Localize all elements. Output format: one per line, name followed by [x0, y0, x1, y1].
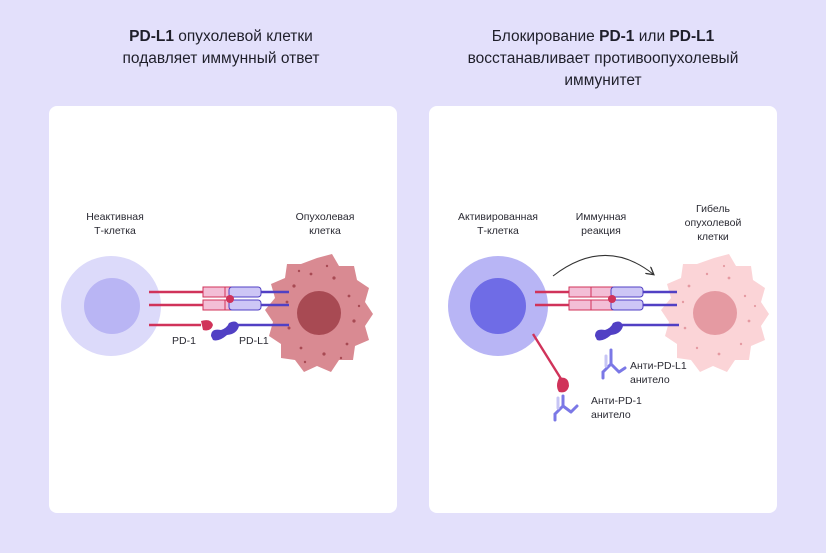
anti-pd1-antibody-icon: [553, 394, 579, 422]
anti-pdl1-label: Анти-PD-L1 анитело: [630, 359, 687, 387]
left-panel: Неактивная Т-клетка Опухолевая клетка PD…: [49, 106, 397, 513]
mhc-block-1: [228, 286, 262, 298]
inactive-tcell-label-line1: Неактивная: [86, 211, 144, 223]
tumor-death-label-line3: клетки: [697, 231, 729, 243]
heading-right-line2: восстанавливает противоопухолевый: [467, 50, 739, 67]
right-panel: Активированная Т-клетка Иммунная реакция…: [429, 106, 777, 513]
pd1-label: PD-1: [172, 335, 196, 347]
right-panel-heading: Блокирование PD-1 или PD-L1 восстанавлив…: [423, 26, 783, 92]
tumor-cell-label-line1: Опухолевая: [295, 211, 355, 223]
active-tcell-label-line1: Активированная: [458, 211, 538, 223]
inactive-tcell-label: Неактивная Т-клетка: [65, 210, 165, 238]
anti-pd1-label-line2: анитело: [591, 409, 631, 421]
pdl1-head: [211, 321, 239, 341]
anti-pd1-label: Анти-PD-1 анитело: [591, 394, 642, 422]
pdl1-head-right: [595, 321, 623, 341]
active-tcell-label: Активированная Т-клетка: [443, 210, 553, 238]
immune-reaction-label: Иммунная реакция: [561, 210, 641, 238]
tumor-death-label: Гибель опухолевой клетки: [667, 202, 759, 244]
heading-right-a: Блокирование: [491, 28, 600, 45]
mhc-block-2: [228, 299, 262, 311]
pd1-head: [201, 320, 213, 331]
dying-tumor-nucleus: [693, 291, 737, 335]
tcr-block-1: [202, 286, 226, 298]
heading-left-line2: подавляет иммунный ответ: [122, 50, 320, 67]
heading-right-pd1: PD-1: [599, 28, 635, 45]
anti-pdl1-antibody-icon: [601, 348, 627, 380]
active-tcell-nucleus: [470, 278, 526, 334]
immune-reaction-label-line2: реакция: [581, 225, 621, 237]
anti-pdl1-label-line2: анитело: [630, 374, 670, 386]
anti-pdl1-label-line1: Анти-PD-L1: [630, 360, 687, 372]
heading-right-or: или: [634, 28, 670, 45]
tumor-cell-nucleus: [297, 291, 341, 335]
tumor-death-label-line1: Гибель: [696, 203, 730, 215]
antigen-dot: [226, 295, 234, 303]
pdl1-label: PD-L1: [239, 335, 269, 347]
pd1-head-right: [557, 377, 569, 393]
tcr-block-r3: [590, 286, 614, 298]
tcr-block-2: [202, 299, 226, 311]
tcr-block-r1: [568, 286, 592, 298]
tcr-block-r2: [568, 299, 592, 311]
tumor-cell-dots: [285, 264, 361, 364]
pd1-stem-right: [531, 333, 565, 383]
anti-pd1-label-line1: Анти-PD-1: [591, 395, 642, 407]
immune-reaction-arrow: [552, 255, 653, 277]
heading-pdl1-bold: PD-L1: [129, 28, 174, 45]
mhc-block-r1: [610, 286, 644, 298]
tumor-death-label-line2: опухолевой: [684, 217, 742, 229]
tumor-cell-label-line2: клетка: [309, 225, 341, 237]
inactive-tcell-label-line2: Т-клетка: [94, 225, 136, 237]
dying-tumor-dots: [681, 264, 757, 356]
active-tcell-label-line2: Т-клетка: [477, 225, 519, 237]
tumor-cell-label: Опухолевая клетка: [275, 210, 375, 238]
antigen-dot-right: [608, 295, 616, 303]
immune-reaction-label-line1: Иммунная: [575, 211, 627, 223]
mhc-block-r2: [610, 299, 644, 311]
heading-left-rest: опухолевой клетки: [173, 28, 313, 45]
left-panel-heading: PD-L1 опухолевой клетки подавляет иммунн…: [41, 26, 401, 70]
left-diagram: [61, 254, 373, 372]
inactive-tcell-nucleus: [84, 278, 140, 334]
right-diagram: [448, 254, 769, 422]
heading-right-pdl1: PD-L1: [669, 28, 715, 45]
heading-right-line3: иммунитет: [564, 72, 642, 89]
